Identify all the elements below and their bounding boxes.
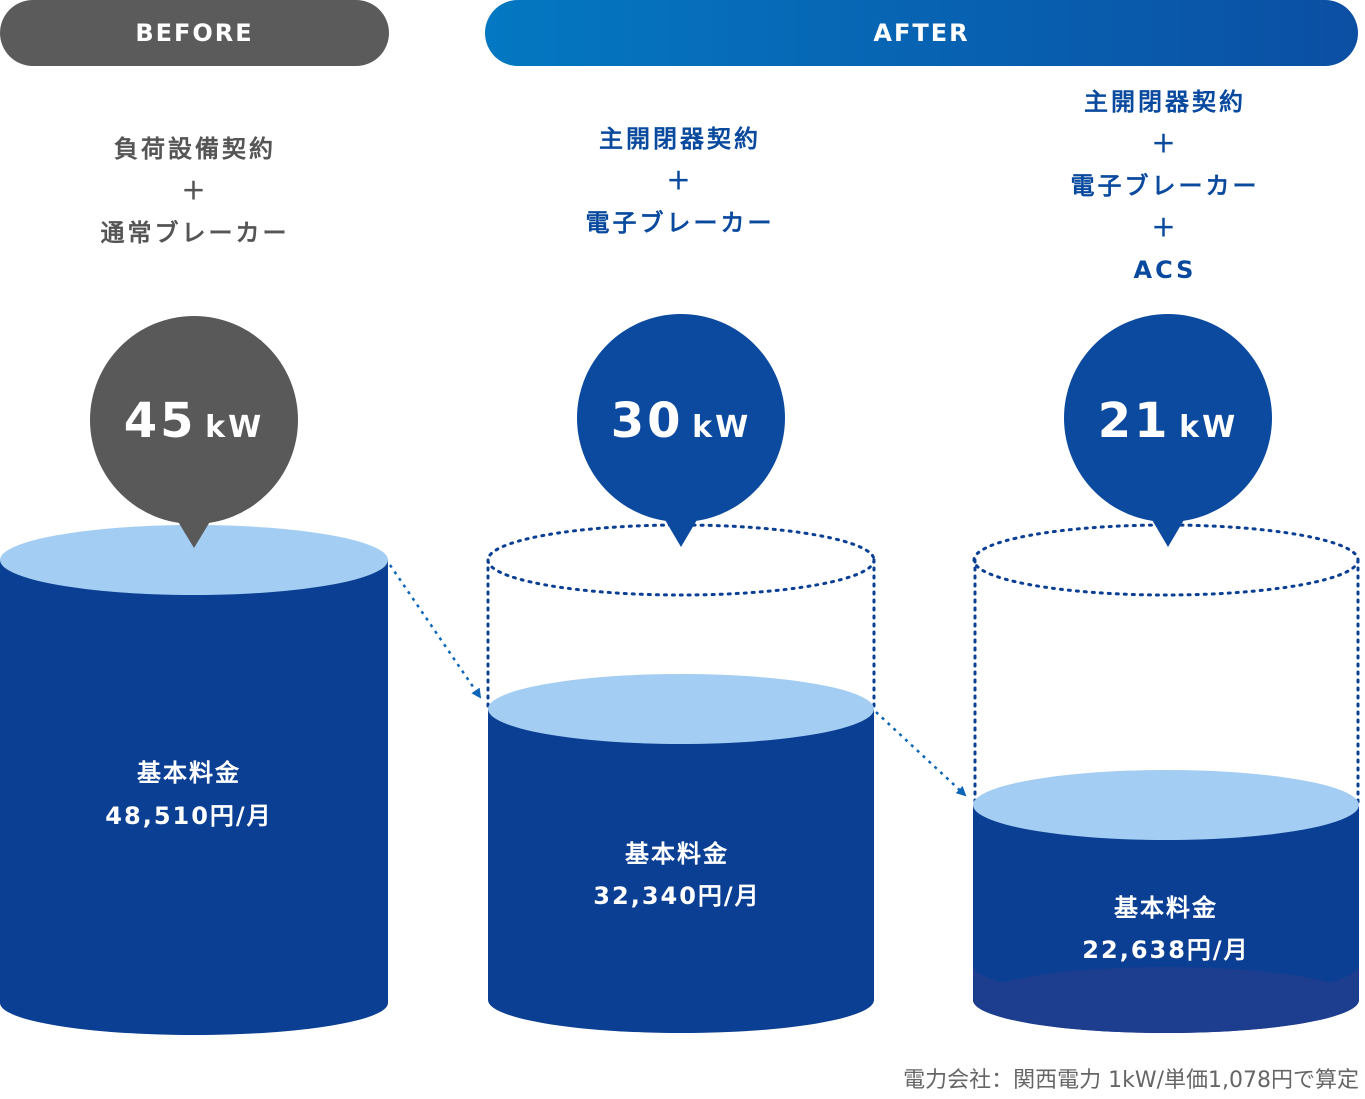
contract-line: 電子ブレーカー xyxy=(1070,172,1260,200)
capacity-bubble-after-2: 21 kW xyxy=(1064,314,1272,547)
footnote: 電力会社：関西電力 1kW/単価1,078円で算定 xyxy=(903,1068,1359,1093)
fee-after-1: 基本料金 32,340円/月 xyxy=(593,840,760,910)
contract-line: ACS xyxy=(1133,256,1197,284)
contract-label-after-2: 主開閉器契約 ＋ 電子ブレーカー ＋ ACS xyxy=(1015,81,1315,291)
fee-after-2: 基本料金 22,638円/月 xyxy=(1082,894,1249,964)
bubble-pointer xyxy=(174,515,214,548)
fee-label: 基本料金 xyxy=(137,759,241,787)
cylinder-top xyxy=(0,525,388,595)
contract-plus: ＋ xyxy=(666,167,694,195)
arrow-after1-to-after2 xyxy=(875,711,967,797)
cylinder-body xyxy=(0,560,388,1003)
fee-before: 基本料金 48,510円/月 xyxy=(105,759,272,830)
contract-plus: ＋ xyxy=(1151,214,1179,242)
capacity-value: 21 xyxy=(1098,393,1171,449)
fee-value: 48,510円/月 xyxy=(105,802,272,830)
cylinder-base-band xyxy=(973,965,1359,1033)
cylinder-bottom xyxy=(488,967,874,1033)
contract-label-before: 負荷設備契約 ＋ 通常ブレーカー xyxy=(45,128,345,254)
arrow-before-to-after1 xyxy=(388,564,482,699)
cylinder-before xyxy=(0,525,388,1035)
cylinder-body xyxy=(488,709,874,1000)
bubble-circle xyxy=(90,316,298,524)
after-header: AFTER xyxy=(485,0,1358,66)
contract-label-after-1: 主開閉器契約 ＋ 電子ブレーカー xyxy=(530,118,830,244)
fee-value: 32,340円/月 xyxy=(593,882,760,910)
cylinder-top xyxy=(973,770,1359,840)
fee-label: 基本料金 xyxy=(625,840,729,868)
contract-line: 電子ブレーカー xyxy=(585,209,775,237)
bubble-circle xyxy=(1064,314,1272,522)
capacity-unit: kW xyxy=(205,410,264,445)
contract-line: 通常ブレーカー xyxy=(100,219,290,247)
capacity-value: 45 xyxy=(124,393,197,449)
fee-value: 22,638円/月 xyxy=(1082,936,1249,964)
cylinder-diagram: 45 kW 30 kW 21 kW 基本料金 48,510円/月 基本料金 32… xyxy=(0,314,1360,1035)
cylinder-after-2 xyxy=(972,523,1360,1033)
cylinder-bottom xyxy=(0,971,388,1035)
contract-line: 主開閉器契約 xyxy=(1084,88,1246,116)
svg-text:21 kW: 21 kW xyxy=(1098,393,1238,449)
contract-plus: ＋ xyxy=(181,177,209,205)
bubble-circle xyxy=(577,314,785,522)
capacity-bubble-after-1: 30 kW xyxy=(577,314,785,547)
fee-label: 基本料金 xyxy=(1114,894,1218,922)
cylinder-after-1 xyxy=(486,523,876,1033)
capacity-unit: kW xyxy=(692,410,751,445)
before-header: BEFORE xyxy=(0,0,389,66)
bubble-pointer xyxy=(1148,513,1188,547)
svg-text:45 kW: 45 kW xyxy=(124,393,264,449)
contract-line: 負荷設備契約 xyxy=(114,135,276,163)
capacity-unit: kW xyxy=(1179,410,1238,445)
dotted-rim xyxy=(486,523,876,597)
svg-text:30 kW: 30 kW xyxy=(611,393,751,449)
cylinder-top xyxy=(488,674,874,744)
capacity-value: 30 xyxy=(611,393,684,449)
capacity-bubble-before: 45 kW xyxy=(90,316,298,548)
contract-plus: ＋ xyxy=(1151,130,1179,158)
bubble-pointer xyxy=(661,513,701,547)
contract-line: 主開閉器契約 xyxy=(599,125,761,153)
